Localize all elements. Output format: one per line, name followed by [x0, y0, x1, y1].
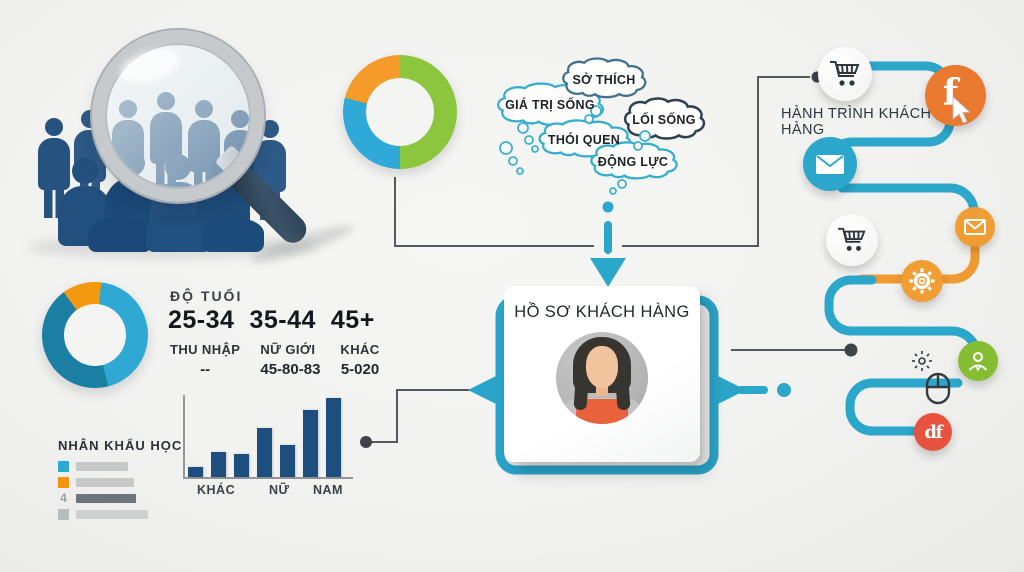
computer-mouse-icon — [925, 372, 951, 405]
legend-row — [58, 475, 182, 489]
demographics-bar-chart: KHÁC NỮ NAM — [183, 395, 353, 497]
connector-lines — [371, 76, 845, 443]
legend-bar — [76, 493, 136, 503]
female-column: NỮ GIỚI 45-80-83 — [260, 342, 320, 378]
legend-bar — [76, 509, 148, 519]
avatar-face — [586, 346, 618, 388]
bar-label: KHÁC — [197, 483, 236, 497]
legend-row — [58, 459, 182, 473]
bar — [303, 410, 318, 477]
mail-node — [955, 207, 995, 247]
legend-swatch — [58, 476, 69, 488]
column-value: 45-80-83 — [260, 361, 321, 378]
legend-swatch — [58, 508, 69, 520]
customer-profile-card: HỒ SƠ KHÁCH HÀNG — [504, 286, 700, 462]
cloud-label-gia-tri-song: GIÁ TRỊ SỐNG — [505, 98, 595, 112]
cloud-dong-luc — [591, 142, 676, 178]
person-silhouette — [38, 118, 70, 218]
bar — [234, 454, 249, 477]
sun-icon — [912, 351, 932, 371]
mail-icon — [964, 219, 986, 235]
bar-label: NỮ — [269, 483, 290, 497]
down-arrow — [590, 201, 626, 287]
column-value: 5-020 — [340, 361, 380, 378]
cloud-label-so-thich: SỞ THÍCH — [572, 73, 636, 87]
endpoint-dot — [360, 436, 372, 448]
legend-bar — [76, 461, 128, 471]
interests-donut-chart — [343, 55, 457, 169]
gear-node — [901, 260, 943, 302]
legend-row — [58, 507, 182, 521]
d-note-icon: df — [924, 421, 943, 443]
cloud-loi-song — [625, 99, 704, 139]
demographics-legend: NHÂN KHẨU HỌC 4 — [58, 438, 182, 523]
card-notch-left — [468, 373, 502, 407]
email-node — [803, 137, 857, 191]
cloud-so-thich — [563, 58, 645, 97]
cloud-label-thoi-quen: THÓI QUEN — [547, 133, 621, 147]
cloud-label-dong-luc: ĐỘNG LỰC — [597, 155, 669, 169]
age-range: 25-34 — [168, 306, 235, 334]
column-label: THU NHẬP — [170, 342, 241, 357]
line-bars-to-card — [371, 389, 478, 443]
cloud-label-loi-song: LỐI SỐNG — [632, 113, 696, 127]
legend-bar — [76, 477, 134, 487]
gear-icon — [909, 268, 935, 294]
other-column: KHÁC 5-020 — [340, 342, 379, 378]
cloud-bubbles — [499, 105, 651, 195]
journey-title: HÀNH TRÌNH KHÁCH HÀNG — [781, 106, 932, 138]
email-icon — [816, 154, 844, 174]
cart-node — [826, 214, 878, 266]
age-range: 35-44 — [249, 306, 316, 334]
person-node — [958, 341, 998, 381]
shopping-cart-icon — [830, 61, 860, 86]
card-notch-right — [712, 373, 746, 407]
bar — [257, 428, 272, 477]
income-column: THU NHẬP -- — [170, 342, 240, 378]
bar — [280, 445, 295, 477]
person-bust-silhouette — [202, 186, 264, 252]
line-donut-to-arrow — [394, 177, 594, 247]
magnifier-icon — [92, 30, 264, 202]
bar — [211, 452, 226, 477]
column-value: -- — [200, 361, 211, 378]
cart-node — [818, 47, 872, 101]
legend-title: NHÂN KHẨU HỌC — [58, 438, 183, 453]
endpoint-dot — [844, 343, 858, 357]
age-range: 45+ — [330, 306, 375, 334]
column-label: NỮ GIỚI — [260, 342, 316, 357]
d-note-node: df — [914, 413, 952, 451]
age-donut-chart — [42, 282, 148, 388]
age-ranges: 25-34 35-44 45+ — [168, 306, 375, 335]
cursor-icon — [952, 97, 971, 123]
line-arrow-to-cart — [622, 76, 810, 247]
shopping-cart-icon — [838, 227, 866, 251]
bar — [188, 467, 203, 477]
person-icon — [968, 352, 988, 372]
facebook-node: f — [925, 65, 986, 126]
bar-label: NAM — [313, 483, 343, 497]
column-label: KHÁC — [340, 342, 380, 357]
legend-row: 4 — [58, 491, 182, 505]
legend-prefix: 4 — [60, 491, 67, 505]
audience-illustration — [0, 0, 356, 270]
demographic-columns: THU NHẬP -- NỮ GIỚI 45-80-83 KHÁC 5-020 — [170, 342, 380, 378]
thought-clouds — [498, 58, 704, 195]
legend-swatch — [58, 460, 69, 472]
legend-rows: 4 — [58, 459, 182, 521]
card-title: HỒ SƠ KHÁCH HÀNG — [514, 303, 690, 321]
person-bust-silhouette — [88, 186, 152, 252]
dash-dot-connector — [737, 383, 791, 397]
bar — [326, 398, 341, 477]
age-title: ĐỘ TUỔI — [170, 288, 243, 304]
bars — [188, 397, 341, 477]
customer-avatar — [556, 332, 648, 424]
